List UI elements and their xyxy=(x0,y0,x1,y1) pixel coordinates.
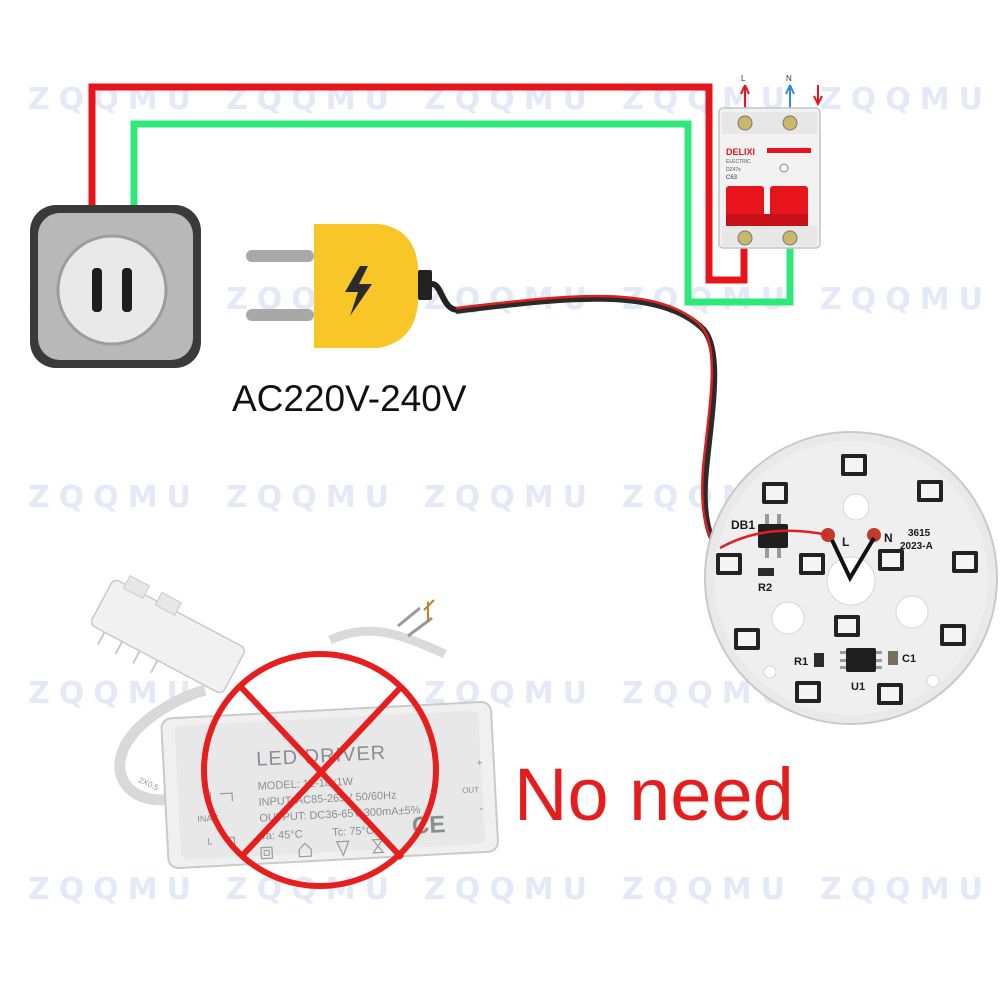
driver-ta: Ta: 45°C xyxy=(260,829,303,843)
capacitor-c1 xyxy=(888,651,898,665)
mount-hole xyxy=(763,665,777,679)
led-chip-icon xyxy=(795,681,821,703)
pcb-label-c1: C1 xyxy=(902,653,916,665)
led-driver: 2X0.5 LED DRIVER MODEL: 12-18x1W INPUT: … xyxy=(90,574,499,870)
led-chip-icon xyxy=(834,615,860,637)
screw-icon xyxy=(782,115,798,131)
solder-pad-n xyxy=(867,528,881,542)
pcb-label-db1: DB1 xyxy=(731,518,755,532)
neutral-wire-outlet-to-breaker xyxy=(130,120,794,306)
wall-outlet xyxy=(30,205,201,368)
driver-plus-label: + xyxy=(477,758,484,769)
led-chip-icon xyxy=(762,482,788,504)
breaker-rating: C63 xyxy=(726,175,738,181)
led-module: DB1 R2 R1 C1 U1 L N 3615 2023-A xyxy=(704,431,998,725)
led-chip-icon xyxy=(940,624,966,646)
resistor-r2 xyxy=(758,568,774,576)
watermark: ZQQMU xyxy=(226,480,398,515)
plug-cable-live xyxy=(455,294,719,548)
no-need-label: No need xyxy=(514,753,794,836)
driver-tc: Tc: 75°C xyxy=(332,825,374,839)
watermark: ZQQMU xyxy=(820,872,992,907)
pcb-label-l: L xyxy=(842,535,849,549)
watermark: ZQQMU xyxy=(424,480,596,515)
driver-connector xyxy=(90,574,245,694)
screw-icon xyxy=(737,115,753,131)
home-icon xyxy=(298,842,313,858)
screw-icon xyxy=(782,230,798,246)
led-chip-icon xyxy=(878,549,904,571)
live-wire-outlet-to-breaker xyxy=(88,83,748,284)
driver-out-label: OUT xyxy=(462,785,479,795)
led-chip-icon xyxy=(734,628,760,650)
driver-l-label: L xyxy=(207,836,213,846)
pcb-label-u1: U1 xyxy=(851,681,865,693)
hourglass-icon xyxy=(371,838,385,854)
breaker-sub: ELECTRIC xyxy=(726,159,751,165)
outlet-slot-icon xyxy=(92,268,102,312)
led-chip-icon xyxy=(952,551,978,573)
watermark: ZQQMU xyxy=(424,872,596,907)
pcb-label-n: N xyxy=(884,531,893,545)
voltage-label: AC220V-240V xyxy=(232,378,467,419)
circuit-breaker: L N DELIXI ELECTRIC DZ47s C63 xyxy=(718,74,823,249)
breaker-brand: DELIXI xyxy=(726,147,755,157)
driver-ic-chip xyxy=(840,648,882,672)
breaker-terminal-n: N xyxy=(786,74,792,83)
pcb-label-r1: R1 xyxy=(794,656,808,668)
watermark: ZQQMU xyxy=(622,872,794,907)
breaker-terminal-l: L xyxy=(741,74,746,83)
mount-hole xyxy=(926,674,940,688)
forbid-mark-icon xyxy=(201,651,439,889)
jumper-wire xyxy=(830,536,876,583)
double-insulation-icon xyxy=(260,846,274,860)
breaker-model: DZ47s xyxy=(726,167,741,173)
mount-hole xyxy=(842,493,870,521)
watermark: ZQQMU xyxy=(28,872,200,907)
lead-wire-l xyxy=(719,529,829,550)
pcb-model-line2: 2023-A xyxy=(900,541,933,552)
screw-icon xyxy=(737,230,753,246)
outlet-slot-icon xyxy=(122,268,132,312)
mount-hole xyxy=(826,556,876,606)
driver-minus-label: - xyxy=(479,801,484,815)
plug-icon xyxy=(246,224,459,348)
mount-hole xyxy=(895,595,929,629)
mount-hole xyxy=(771,601,805,635)
watermark: ZQQMU xyxy=(820,282,992,317)
led-chip-icon xyxy=(841,454,867,476)
led-chip-icon xyxy=(799,553,825,575)
f-mark-icon xyxy=(335,840,350,857)
watermark: ZQQMU xyxy=(28,480,200,515)
watermark: ZQQMU xyxy=(820,82,992,117)
led-chip-icon xyxy=(716,553,742,575)
resistor-r1 xyxy=(814,653,824,667)
pcb-label-r2: R2 xyxy=(758,582,772,594)
pcb-model-line1: 3615 xyxy=(908,528,931,539)
plug-cable xyxy=(455,295,722,551)
led-chip-icon xyxy=(877,683,903,705)
driver-inac-label: INAC xyxy=(197,813,219,824)
led-chip-icon xyxy=(917,480,943,502)
